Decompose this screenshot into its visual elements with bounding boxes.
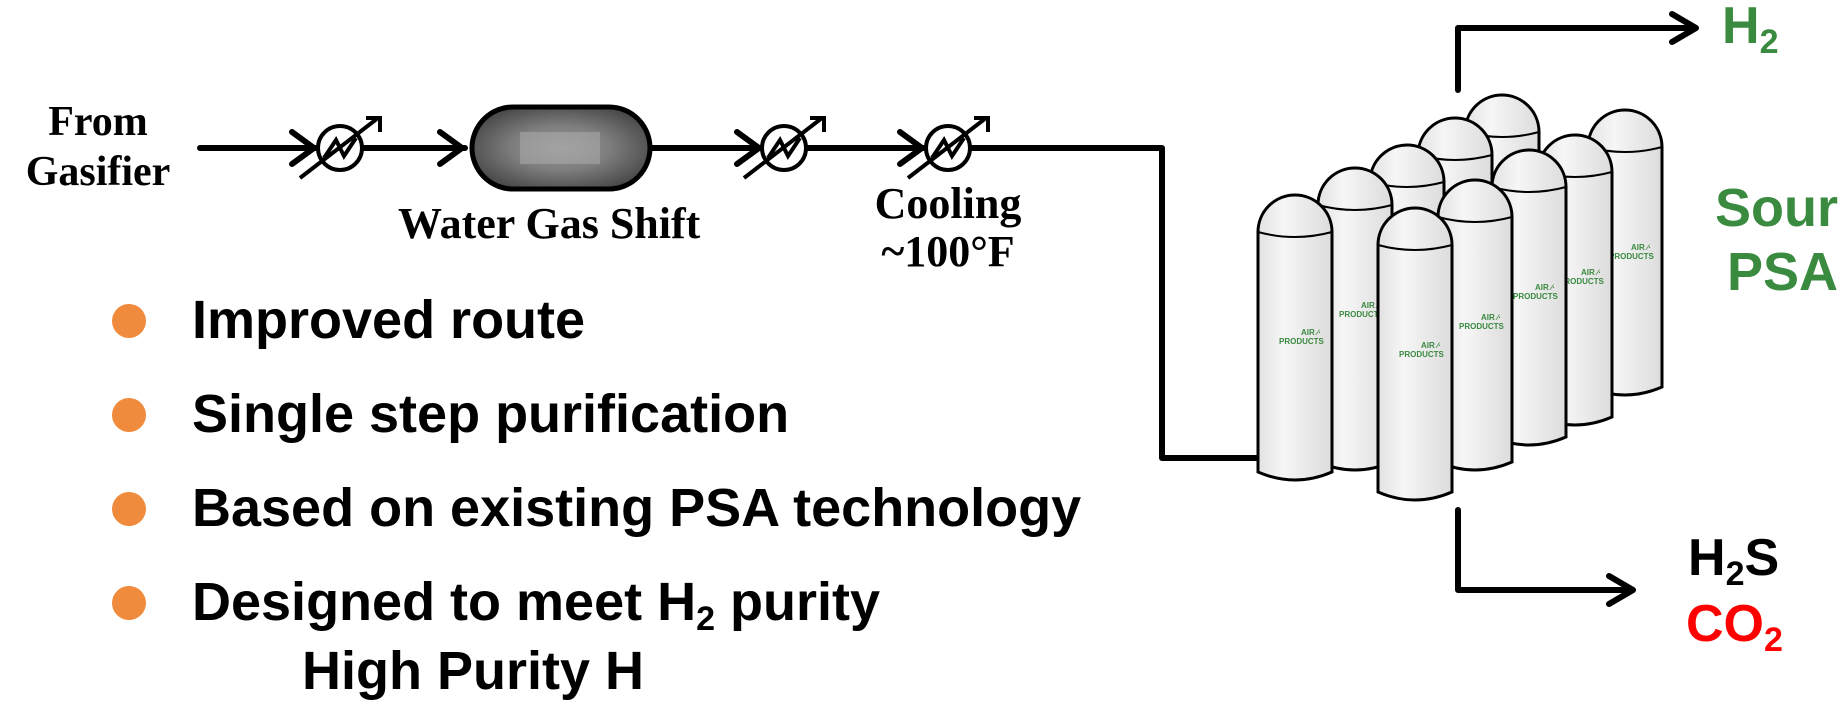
bullet-sub: 2 [696,600,716,638]
bullet-text-end: purity [715,572,881,632]
list-item: Single step purification [110,384,1081,478]
vessel-logo-icon: AIR ∕∙ [1535,283,1555,292]
vessel-logo-icon: AIR ∕∙ [1481,313,1501,322]
tail1-base: H [1688,529,1726,587]
vessel-logo-icon: PRODUCTS [1399,350,1445,359]
cooling-label-line2: ~100°F [881,227,1015,276]
bullet-dot-icon [112,304,146,338]
vessel-logo-icon: AIR ∕∙ [1421,341,1441,350]
list-item: Improved route [110,290,1081,384]
bullet-text: Designed to meet H [192,572,697,632]
feed-line [197,129,1338,475]
tail2-base: CO [1686,595,1764,653]
vessel-logo-icon: AIR ∕∙ [1581,268,1601,277]
reactor-label: Water Gas Shift [398,199,701,248]
psa-vessel: AIR ∕∙PRODUCTS [1316,166,1394,472]
unit-label-line2: PSA [1726,242,1838,302]
bullet-list: Improved route Single step purification … [110,290,1081,666]
heat-exchanger-icon [298,116,382,180]
tail1-suffix: S [1744,529,1780,587]
psa-vessel: AIR ∕∙PRODUCTS [1436,178,1514,472]
vessel-logo-icon: AIR ∕∙ [1631,243,1651,252]
product-stream-label: H2 [1722,0,1778,59]
vessel-logo-icon: AIR ∕∙ [1301,328,1321,337]
sub-bullet-text: High Purity H [302,641,645,701]
heat-exchanger-icon [742,116,826,180]
vessel-logo-icon: AIR ∕∙ [1361,301,1381,310]
product-sub: 2 [1759,23,1779,61]
list-item: Designed to meet H2 purity [110,572,1081,666]
bullet-dot-icon [112,398,146,432]
cooling-label-line1: Cooling [874,179,1022,228]
vessel-logo-icon: PRODUCTS [1559,277,1605,286]
source-label-line1: From [48,99,148,145]
water-gas-shift-reactor [469,104,653,192]
bullet-text: Improved route [192,290,586,350]
vessel-logo-icon: PRODUCTS [1279,337,1325,346]
tail1-sub: 2 [1725,555,1745,593]
psa-vessel: AIR ∕∙PRODUCTS [1256,193,1334,482]
source-label: From Gasifier [18,97,178,197]
tail-gas-label-2: CO2 [1686,594,1783,657]
bullet-dot-icon [112,586,146,620]
vessel-logo-icon: PRODUCTS [1339,310,1385,319]
heat-exchanger-icon [906,116,990,180]
list-item: Based on existing PSA technology [110,478,1081,572]
h2-product-line [1455,11,1699,93]
cooling-label: Cooling ~100°F [858,180,1038,276]
vessel-logo-icon: PRODUCTS [1459,322,1505,331]
product-base: H [1722,0,1760,55]
unit-label: Sour PSA [1688,176,1838,304]
unit-label-line1: Sour [1714,178,1838,238]
bullet-text: Single step purification [192,384,790,444]
tail-gas-line [1455,507,1636,607]
bullet-text: Based on existing PSA technology [192,478,1082,538]
tail2-sub: 2 [1764,621,1783,659]
psa-vessel: AIR ∕∙PRODUCTS [1376,206,1454,502]
vessel-logo-icon: PRODUCTS [1513,292,1559,301]
tail-gas-label-1: H2S [1688,528,1780,591]
source-label-line2: Gasifier [25,149,171,195]
bullet-dot-icon [112,492,146,526]
vessel-logo-icon: PRODUCTS [1609,252,1655,261]
